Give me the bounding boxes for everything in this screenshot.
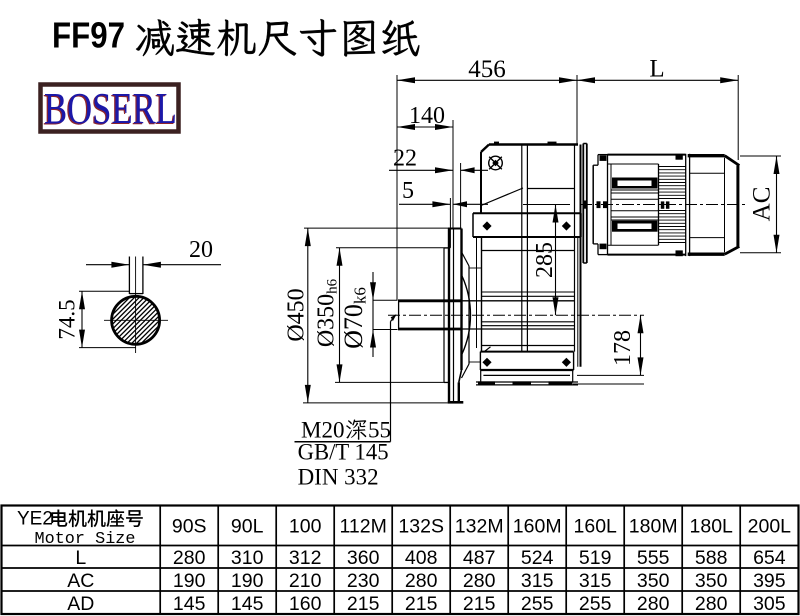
svg-text:YE2: YE2 <box>17 509 53 530</box>
svg-text:M20: M20 <box>301 418 344 443</box>
svg-text:145: 145 <box>173 593 206 615</box>
svg-text:519: 519 <box>579 547 612 569</box>
svg-text:132M: 132M <box>455 516 504 538</box>
svg-text:190: 190 <box>173 570 206 592</box>
svg-text:Ø70k6: Ø70k6 <box>339 287 370 349</box>
svg-text:160: 160 <box>289 593 322 615</box>
svg-text:100: 100 <box>289 516 322 538</box>
svg-text:5: 5 <box>402 178 414 204</box>
svg-text:DIN 332: DIN 332 <box>298 465 379 490</box>
svg-text:178: 178 <box>610 330 636 366</box>
svg-text:200L: 200L <box>748 516 792 538</box>
svg-text:487: 487 <box>463 547 496 569</box>
svg-text:280: 280 <box>405 570 438 592</box>
svg-text:255: 255 <box>521 593 554 615</box>
svg-text:280: 280 <box>463 570 496 592</box>
svg-text:90S: 90S <box>172 516 207 538</box>
svg-text:AC: AC <box>67 570 94 592</box>
svg-text:132S: 132S <box>398 516 444 538</box>
svg-text:230: 230 <box>347 570 380 592</box>
svg-text:AC: AC <box>749 187 776 222</box>
svg-text:L: L <box>75 547 86 569</box>
svg-text:GB/T 145: GB/T 145 <box>298 440 389 465</box>
svg-text:315: 315 <box>579 570 612 592</box>
svg-text:145: 145 <box>231 593 264 615</box>
svg-text:160L: 160L <box>574 516 618 538</box>
svg-text:315: 315 <box>521 570 554 592</box>
svg-text:112M: 112M <box>340 516 387 538</box>
svg-text:215: 215 <box>405 593 438 615</box>
svg-text:FF97: FF97 <box>52 15 125 56</box>
svg-text:22: 22 <box>393 146 417 172</box>
svg-text:215: 215 <box>347 593 380 615</box>
svg-text:305: 305 <box>753 593 786 615</box>
svg-text:L: L <box>649 56 664 83</box>
svg-text:588: 588 <box>695 547 728 569</box>
svg-text:280: 280 <box>695 593 728 615</box>
svg-text:210: 210 <box>289 570 322 592</box>
svg-text:90L: 90L <box>231 516 264 538</box>
svg-text:160M: 160M <box>513 516 562 538</box>
svg-text:BOSERL: BOSERL <box>43 85 176 134</box>
svg-text:Ø350h6: Ø350h6 <box>314 278 341 347</box>
svg-text:20: 20 <box>189 237 213 263</box>
svg-text:55: 55 <box>368 418 391 443</box>
svg-text:280: 280 <box>173 547 206 569</box>
svg-text:456: 456 <box>468 56 506 83</box>
svg-text:140: 140 <box>409 103 445 129</box>
svg-text:Ø450: Ø450 <box>284 288 310 341</box>
svg-text:408: 408 <box>405 547 438 569</box>
svg-text:180L: 180L <box>690 516 734 538</box>
svg-text:180M: 180M <box>629 516 678 538</box>
svg-text:74.5: 74.5 <box>55 299 80 339</box>
svg-text:215: 215 <box>463 593 496 615</box>
svg-text:360: 360 <box>347 547 380 569</box>
svg-text:312: 312 <box>289 547 322 569</box>
svg-text:190: 190 <box>231 570 264 592</box>
svg-text:555: 555 <box>637 547 670 569</box>
svg-text:395: 395 <box>753 570 786 592</box>
svg-text:350: 350 <box>637 570 670 592</box>
svg-text:280: 280 <box>637 593 670 615</box>
svg-text:255: 255 <box>579 593 612 615</box>
svg-text:BOSERL: BOSERL <box>44 84 177 133</box>
svg-text:350: 350 <box>695 570 728 592</box>
svg-text:524: 524 <box>521 547 554 569</box>
svg-text:310: 310 <box>231 547 264 569</box>
svg-text:285: 285 <box>532 242 558 278</box>
svg-text:Motor Size: Motor Size <box>35 530 136 549</box>
svg-text:654: 654 <box>753 547 786 569</box>
svg-text:AD: AD <box>67 593 94 615</box>
